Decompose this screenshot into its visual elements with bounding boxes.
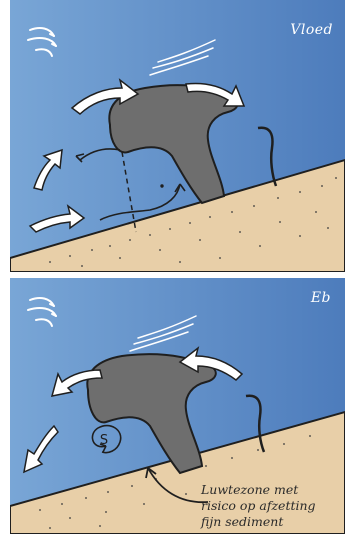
panel-flood: Vloed xyxy=(10,0,345,272)
swirl-label: S xyxy=(100,433,108,448)
panel-ebb: S Eb Luwtezone met risico op afzetting f… xyxy=(10,278,345,534)
flood-illustration xyxy=(10,0,345,272)
annotation-line-2: risico op afzetting xyxy=(201,498,341,514)
panel-label-ebb: Eb xyxy=(311,290,331,306)
panel-label-flood: Vloed xyxy=(290,22,333,38)
annotation-line-3: fijn sediment xyxy=(201,514,341,530)
annotation-line-1: Luwtezone met xyxy=(201,482,341,498)
flow-dot xyxy=(160,184,163,187)
calm-zone-annotation: Luwtezone met risico op afzetting fijn s… xyxy=(201,482,341,530)
